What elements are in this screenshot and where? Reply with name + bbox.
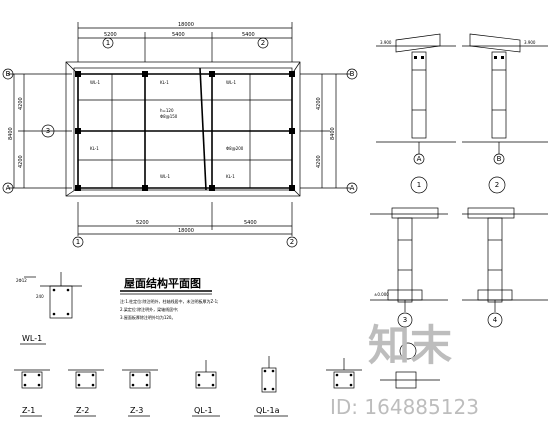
axis-1-bot: 1 bbox=[76, 238, 80, 246]
slab-note-3: Φ8@200 bbox=[226, 146, 244, 151]
dim-v-bot: 4200 bbox=[18, 155, 24, 168]
section-extra bbox=[326, 358, 362, 389]
axis-2-bot: 2 bbox=[290, 238, 294, 246]
axis-a-right: A bbox=[350, 184, 355, 192]
dim-total-top: 18000 bbox=[178, 22, 194, 28]
dim-right-top: 5400 bbox=[242, 32, 255, 38]
note-line-2: 2.梁定位:除注明外，梁轴线居中; bbox=[120, 306, 179, 312]
section-z2: Z-2 bbox=[68, 369, 104, 417]
dim-total-bot: 18000 bbox=[178, 228, 194, 234]
beam-label-2: KL-1 bbox=[160, 80, 169, 85]
detail-column-b: B 3.900 bbox=[462, 33, 548, 165]
z2-label: Z-2 bbox=[76, 406, 89, 415]
dim-v-total-right: 8400 bbox=[330, 127, 336, 140]
wl1-dim: 240 bbox=[36, 294, 44, 299]
z3-label: Z-3 bbox=[130, 406, 143, 415]
dim-right-bot: 5400 bbox=[244, 220, 257, 226]
plan-left-dimensions: 8400 4200 4200 B A 3 bbox=[2, 68, 72, 194]
watermark-id: ID: 164885123 bbox=[330, 395, 479, 419]
detail-wall-4: 4 bbox=[462, 207, 548, 328]
plan-title: 屋面结构平面图 bbox=[124, 276, 201, 290]
detail-b-elev: 3.900 bbox=[524, 40, 536, 45]
note-line-3: 3.屋面板厚除注明外均为120。 bbox=[120, 314, 175, 320]
dim-left-bot: 5200 bbox=[136, 220, 149, 226]
beam-label-4: KL-1 bbox=[90, 146, 99, 151]
axis-b-right: B bbox=[350, 70, 355, 78]
detail-axis-b: B bbox=[497, 155, 502, 163]
beam-label-3: WL-1 bbox=[226, 80, 237, 85]
detail-bubble-4: 4 bbox=[493, 316, 498, 324]
wl1-note: 2Φ12 bbox=[16, 278, 27, 283]
plan-bottom-dimensions: 5200 5400 18000 1 2 bbox=[72, 202, 298, 248]
section-wl1: 240 2Φ12 WL-1 bbox=[16, 272, 82, 345]
section-z3: Z-3 bbox=[122, 369, 158, 417]
dim-v-bot-right: 4200 bbox=[316, 155, 322, 168]
detail-bubble-3: 3 bbox=[403, 316, 407, 324]
note-line-1: 注:1.柱定位:除注明外，柱轴线居中，未注明板厚为Z-1; bbox=[120, 298, 219, 304]
dim-mid-top: 5400 bbox=[172, 32, 185, 38]
axis-3-left: 3 bbox=[46, 127, 50, 135]
axis-1-top: 1 bbox=[106, 39, 110, 47]
slab-note-1: h=120 bbox=[160, 108, 174, 113]
detail-bubble-2: 2 bbox=[495, 181, 499, 189]
dim-v-top-right: 4200 bbox=[316, 97, 322, 110]
axis-a-left: A bbox=[6, 184, 11, 192]
beam-label-5: WL-1 bbox=[160, 174, 171, 179]
plan-right-dimensions: 4200 4200 8400 B A bbox=[300, 68, 358, 194]
dim-v-total: 8400 bbox=[8, 127, 14, 140]
ql1-label: QL-1 bbox=[194, 406, 213, 415]
axis-2-top: 2 bbox=[261, 39, 265, 47]
z1-label: Z-1 bbox=[22, 406, 35, 415]
dim-v-top: 4200 bbox=[18, 97, 24, 110]
detail-column-a: A 3.900 bbox=[376, 33, 456, 165]
slab-note-2: Φ8@150 bbox=[160, 114, 178, 119]
detail-bubble-1: 1 bbox=[417, 181, 421, 189]
detail-axis-a: A bbox=[417, 155, 422, 163]
beam-label-1: WL-1 bbox=[90, 80, 101, 85]
axis-bubbles-top: 1 2 bbox=[102, 37, 269, 49]
watermark-brand: 知末 bbox=[368, 321, 452, 370]
detail-bubbles-1-2: 1 2 bbox=[410, 176, 506, 194]
section-z1: Z-1 bbox=[14, 369, 50, 417]
detail-3-elev: ±0.000 bbox=[374, 292, 389, 297]
wl1-label: WL-1 bbox=[22, 334, 42, 343]
dim-left-top: 5200 bbox=[104, 32, 117, 38]
roof-plan: WL-1 KL-1 WL-1 h=120 Φ8@150 Φ8@200 KL-1 … bbox=[65, 61, 301, 197]
watermark: 知末 ID: 164885123 bbox=[330, 321, 479, 419]
ql1a-label: QL-1a bbox=[256, 406, 280, 415]
plan-top-dimensions: 18000 5200 5400 5400 bbox=[77, 22, 293, 62]
detail-a-elev: 3.900 bbox=[380, 40, 392, 45]
section-ql1: QL-1 bbox=[192, 360, 220, 417]
detail-bottom-right bbox=[380, 342, 440, 389]
axis-b-left: B bbox=[6, 70, 11, 78]
detail-wall-3: 3 ±0.000 bbox=[370, 207, 448, 328]
section-ql1a: QL-1a bbox=[254, 356, 288, 417]
beam-label-6: KL-1 bbox=[226, 174, 235, 179]
